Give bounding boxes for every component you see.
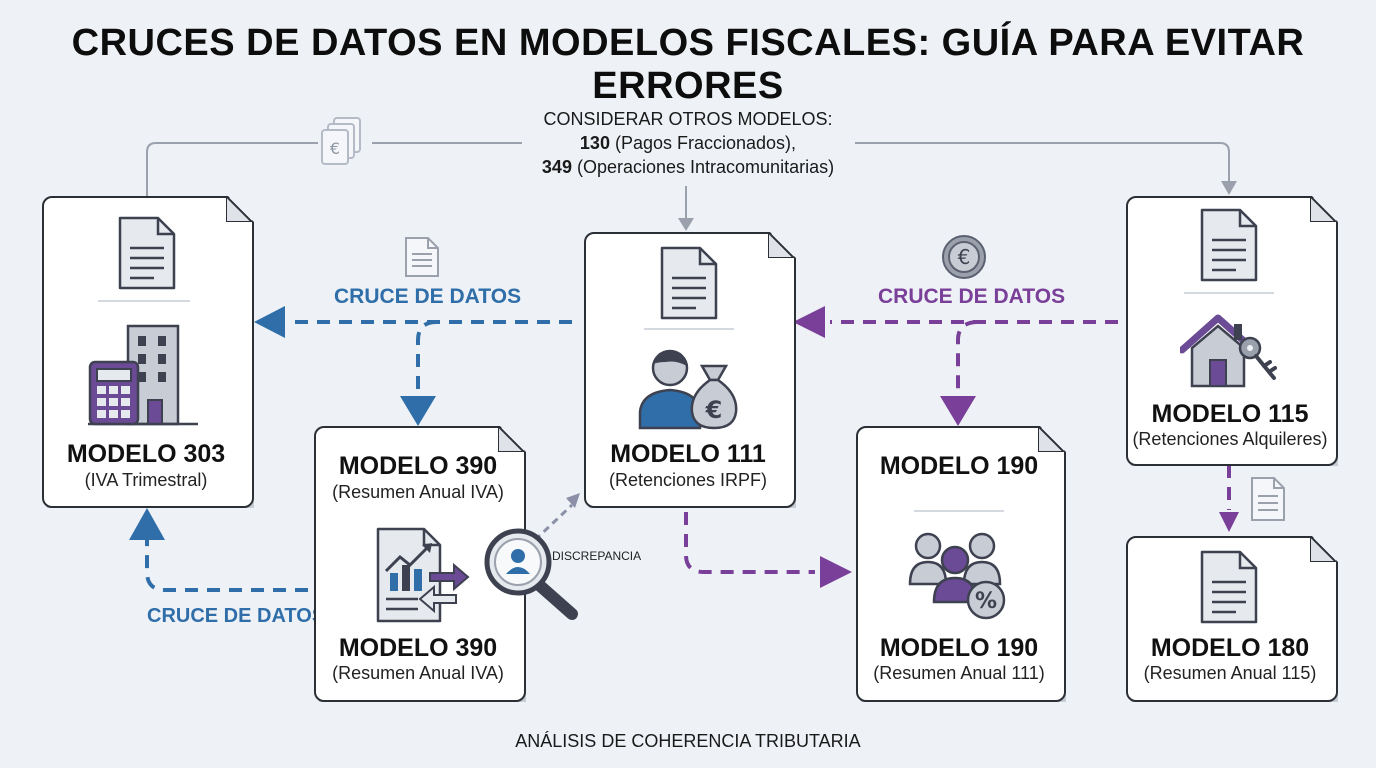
card-180-title: MODELO 180 [1150, 634, 1310, 662]
card-111-title: MODELO 111 [610, 440, 766, 468]
blue-cross-connector-bottom [145, 540, 308, 592]
svg-text:€: € [958, 245, 971, 269]
document-icon [405, 237, 439, 277]
card-390-subtitle: (Resumen Anual IVA) [332, 482, 504, 502]
other-models-note: CONSIDERAR OTROS MODELOS: 130 (Pagos Fra… [520, 107, 856, 179]
magnifier-person-icon[interactable] [482, 526, 582, 622]
document-icon [1251, 477, 1285, 521]
euro-coin-icon: € [942, 235, 986, 279]
arrow-to-190-bottom [820, 556, 852, 588]
arrow-to-303 [254, 306, 285, 338]
document-icon [118, 216, 176, 290]
card-390-summary-subtitle: (Resumen Anual IVA) [332, 663, 504, 683]
arrow-up-to-303 [129, 508, 165, 540]
purple-cross-connector-top [830, 320, 1118, 392]
card-390-summary-title: MODELO 390 [338, 634, 498, 662]
card-fold-corner [1038, 426, 1064, 452]
footer-caption: ANÁLISIS DE COHERENCIA TRIBUTARIA [515, 731, 861, 751]
person-money-bag-icon: € [638, 349, 738, 430]
cross-data-label-blue-bottom: CRUCE DE DATOS [147, 605, 326, 627]
card-separator [98, 300, 190, 302]
cross-data-label-blue-top: CRUCE DE DATOS [334, 285, 522, 308]
euro-documents-icon: € [321, 117, 361, 165]
document-icon [1200, 550, 1258, 624]
chart-report-icon [376, 527, 470, 623]
card-303-subtitle: (IVA Trimestral) [84, 470, 208, 490]
card-separator [914, 510, 1004, 512]
card-fold-corner [226, 196, 252, 222]
note-line-3: 349 (Operaciones Intracomunitarias) [541, 157, 835, 177]
other-models-connector [146, 142, 1230, 222]
cross-data-label-purple-top: CRUCE DE DATOS [878, 285, 1066, 308]
note-line-1: CONSIDERAR OTROS MODELOS: [543, 109, 833, 129]
card-303-title: MODELO 303 [66, 440, 226, 468]
discrepancy-label: DISCREPANCIA [552, 549, 642, 563]
card-390-title: MODELO 390 [338, 452, 498, 480]
card-separator [1184, 292, 1274, 294]
card-190-title: MODELO 190 [879, 452, 1039, 480]
svg-text:€: € [705, 396, 723, 424]
group-percent-icon: % [908, 532, 1006, 620]
note-line-2: 130 (Pagos Fraccionados), [579, 133, 797, 153]
card-115-title: MODELO 115 [1151, 400, 1309, 428]
card-111-subtitle: (Retenciones IRPF) [608, 470, 768, 490]
card-115-subtitle: (Retenciones Alquileres) [1132, 429, 1328, 449]
card-190-summary-subtitle: (Resumen Anual 111) [873, 663, 1045, 683]
arrow-to-390 [400, 396, 436, 426]
card-separator [644, 328, 734, 330]
arrow-to-190 [940, 396, 976, 426]
document-icon [660, 246, 718, 320]
card-190-summary-title: MODELO 190 [879, 634, 1039, 662]
card-fold-corner [1310, 196, 1336, 222]
card-180-subtitle: (Resumen Anual 115) [1143, 663, 1317, 683]
svg-text:%: % [975, 589, 997, 614]
blue-cross-connector-top [290, 320, 572, 392]
house-key-icon [1180, 314, 1277, 388]
arrow-to-180 [1219, 512, 1239, 532]
arrow-to-111 [793, 306, 825, 338]
svg-text:€: € [330, 139, 340, 158]
page-title: CRUCES DE DATOS EN MODELOS FISCALES: GUÍ… [71, 22, 1305, 107]
document-icon [1200, 208, 1258, 282]
card-fold-corner [1310, 536, 1336, 562]
card-fold-corner [768, 232, 794, 258]
card-fold-corner [498, 426, 524, 452]
buildings-calculator-icon [88, 324, 198, 426]
